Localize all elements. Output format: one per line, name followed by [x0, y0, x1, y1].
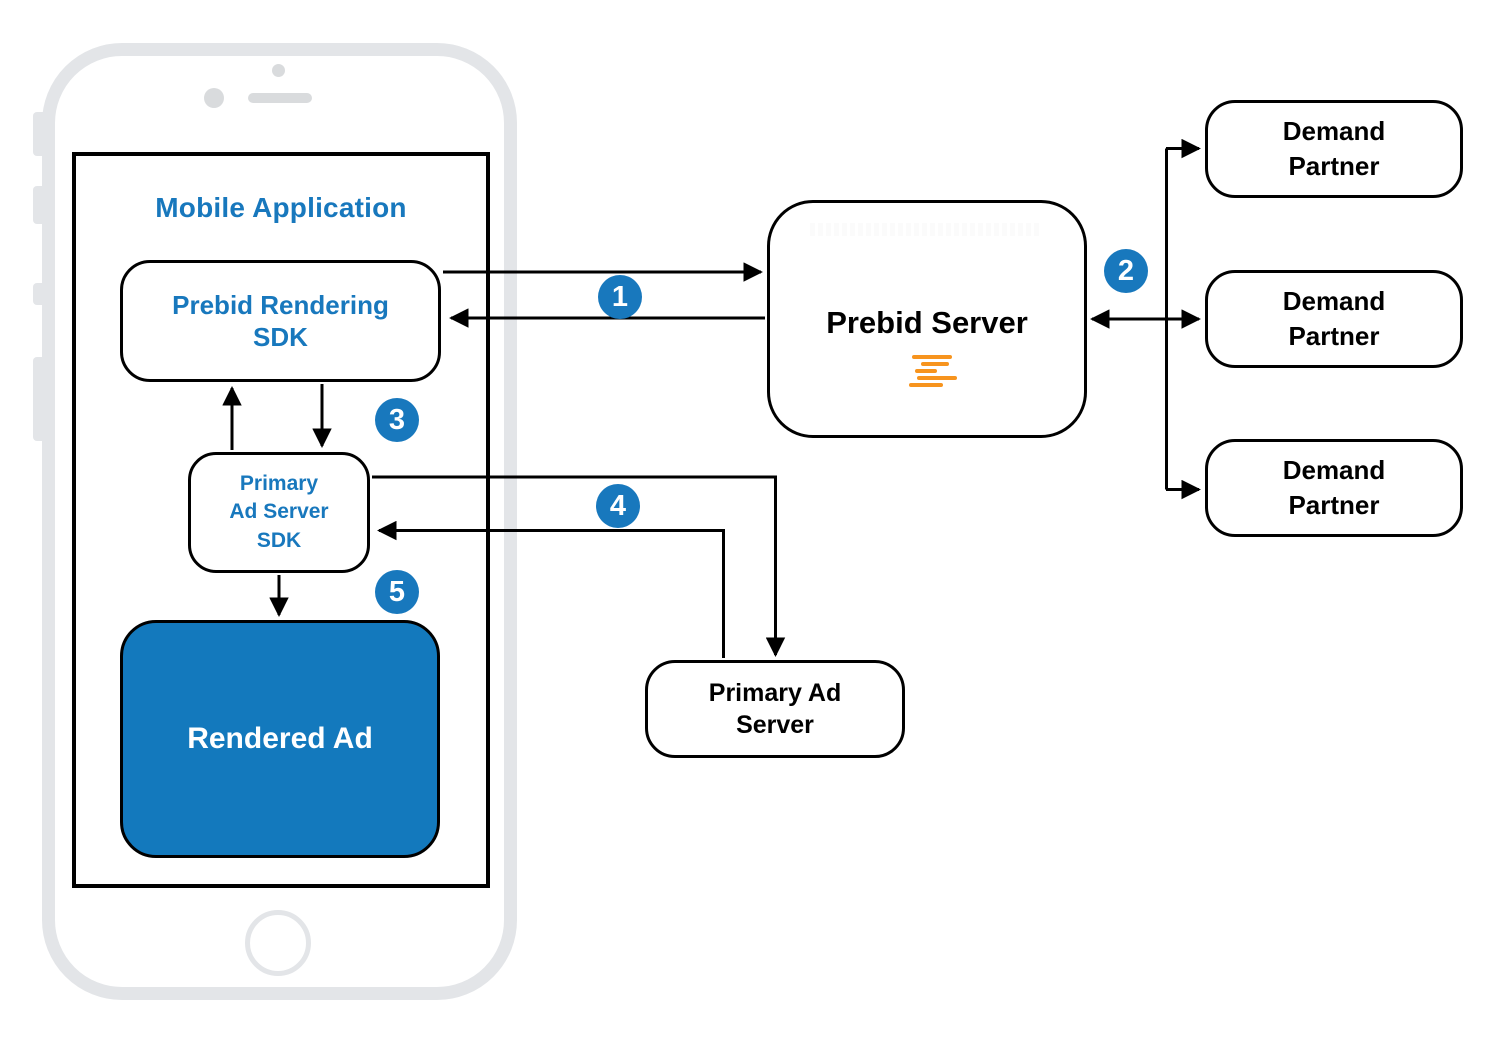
demand-partner-box-3: Demand Partner	[1205, 439, 1463, 537]
demand-partner-box-2: Demand Partner	[1205, 270, 1463, 368]
step-badge-2: 2	[1104, 249, 1148, 293]
primary-ad-server-box: Primary Ad Server	[645, 660, 905, 758]
step-badge-1: 1	[598, 275, 642, 319]
phone-camera-icon	[272, 64, 285, 77]
prebid-server-box: Prebid Server	[767, 200, 1087, 438]
phone-side-button	[33, 112, 43, 156]
prebid-logo-lines-icon	[909, 353, 961, 389]
mobile-application-title: Mobile Application	[155, 192, 407, 223]
phone-home-button	[245, 910, 311, 976]
mobile-application-container: Mobile Application Prebid Rendering SDK …	[72, 152, 490, 888]
prebid-rendering-sdk-box: Prebid Rendering SDK	[120, 260, 441, 382]
phone-side-button	[33, 357, 43, 441]
demand-partner-box-1: Demand Partner	[1205, 100, 1463, 198]
step-badge-4: 4	[596, 484, 640, 528]
watermark-stripe	[810, 223, 1042, 236]
step-badge-3: 3	[375, 398, 419, 442]
rendered-ad-box: Rendered Ad	[120, 620, 440, 858]
step-badge-5: 5	[375, 570, 419, 614]
phone-speaker-icon	[248, 93, 312, 103]
phone-side-button	[33, 283, 43, 305]
prebid-server-label: Prebid Server	[826, 305, 1028, 340]
phone-sensor-icon	[204, 88, 224, 108]
primary-ad-server-sdk-box: Primary Ad Server SDK	[188, 452, 370, 573]
phone-side-button	[33, 186, 43, 224]
